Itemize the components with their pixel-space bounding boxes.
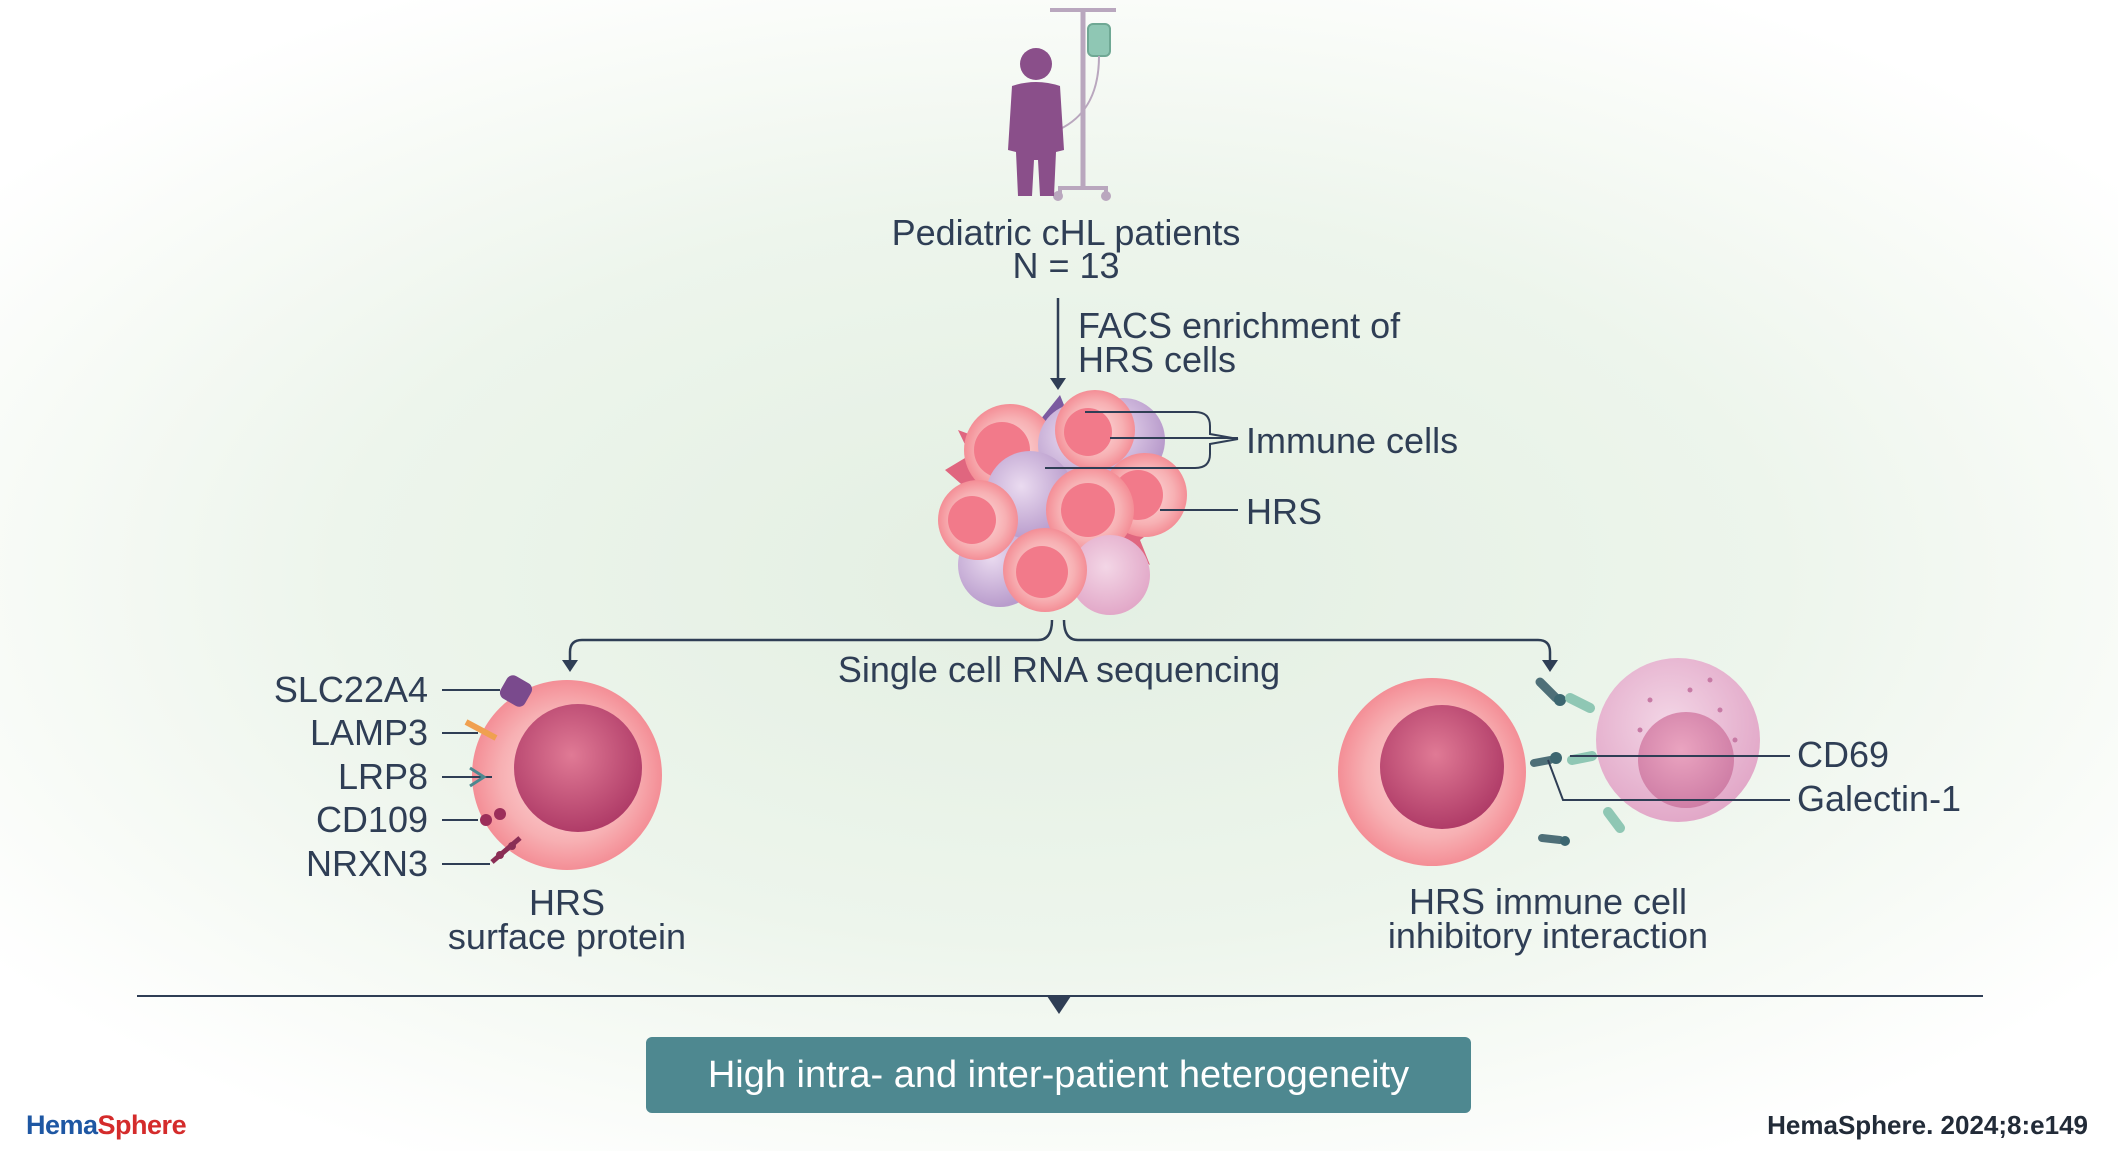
hrs-cell-left bbox=[472, 680, 662, 870]
journal-logo: HemaSphere bbox=[26, 1110, 187, 1141]
conclusion-banner: High intra- and inter-patient heterogene… bbox=[646, 1037, 1471, 1113]
cluster-leader-lines bbox=[1045, 411, 1239, 511]
protein-label: SLC22A4 bbox=[273, 669, 428, 710]
facs-step-line1: FACS enrichment of bbox=[1078, 305, 1401, 346]
logo-part-sphere: Sphere bbox=[97, 1110, 187, 1140]
facs-step-line2: HRS cells bbox=[1078, 339, 1237, 380]
immune-cells-label: Immune cells bbox=[1246, 420, 1459, 461]
patients-title: Pediatric cHL patients bbox=[891, 212, 1241, 253]
protein-label: CD109 bbox=[315, 799, 428, 840]
left-caption-line1: HRS bbox=[528, 882, 606, 923]
patients-count: N = 13 bbox=[1012, 245, 1120, 286]
arrow-right-head bbox=[1542, 660, 1558, 672]
conclusion-arrow bbox=[1047, 996, 1071, 1014]
right-caption-line1: HRS immune cell bbox=[1408, 881, 1688, 922]
cd69-label: CD69 bbox=[1797, 734, 1890, 775]
protein-label: LAMP3 bbox=[309, 712, 428, 753]
sequencing-arrows bbox=[568, 619, 1552, 662]
protein-label: NRXN3 bbox=[305, 843, 428, 884]
citation: HemaSphere. 2024;8:e149 bbox=[1767, 1110, 2088, 1140]
surface-protein-markers bbox=[442, 675, 533, 865]
protein-label: LRP8 bbox=[337, 756, 428, 797]
right-leader-lines bbox=[1547, 755, 1790, 801]
left-caption-line2: surface protein bbox=[447, 916, 687, 957]
cell-cluster bbox=[938, 390, 1187, 615]
logo-part-hema: Hema bbox=[26, 1110, 98, 1140]
hrs-cell-right bbox=[1338, 678, 1526, 866]
facs-arrow bbox=[1050, 298, 1066, 390]
sequencing-label: Single cell RNA sequencing bbox=[837, 649, 1281, 690]
patient-icon bbox=[1008, 8, 1116, 201]
immune-cell-right bbox=[1596, 658, 1760, 822]
galectin-label: Galectin-1 bbox=[1797, 778, 1962, 819]
arrow-left-head bbox=[562, 660, 578, 672]
conclusion-text: High intra- and inter-patient heterogene… bbox=[707, 1053, 1410, 1096]
hrs-label: HRS bbox=[1246, 491, 1323, 532]
right-caption-line2: inhibitory interaction bbox=[1387, 915, 1709, 956]
